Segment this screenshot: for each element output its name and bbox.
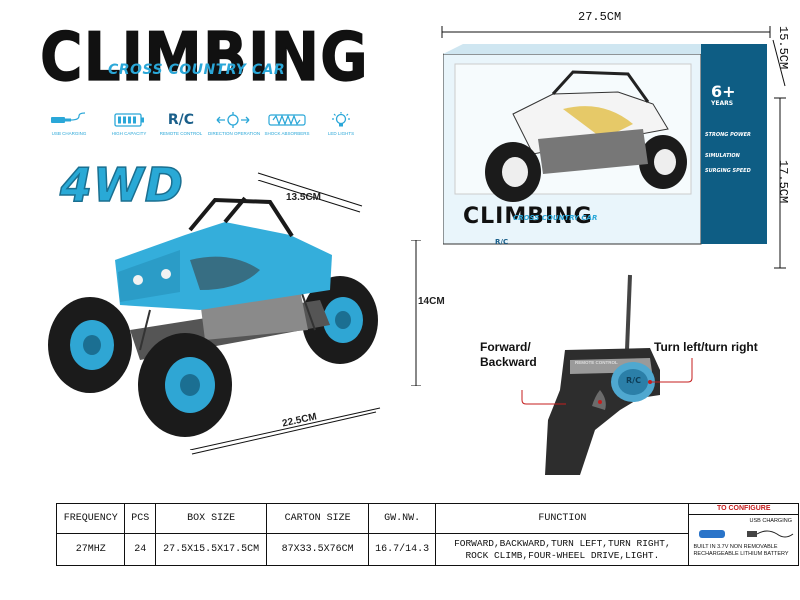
box-width-label: 27.5CM — [578, 10, 622, 24]
feature-label: DIRECTION OPERATION — [208, 131, 261, 136]
feature-label: USB CHARGING — [51, 131, 87, 136]
product-box-image: CLIMBING CROSS COUNTRY CAR 6+ YEARS STRO… — [442, 44, 769, 254]
direction-icon — [216, 112, 250, 128]
battery-and-cable-icon — [699, 530, 794, 538]
remote-label-turn: Turn left/turn right — [654, 340, 758, 354]
header-carton-size: CARTON SIZE — [266, 503, 369, 534]
value-carton-size: 87X33.5X76CM — [266, 533, 369, 566]
headlight-right — [161, 269, 171, 279]
box-age-sub: YEARS — [711, 100, 734, 107]
box-height-label: 17.5CM — [776, 160, 790, 204]
remote-rc-logo-icon: R/C — [626, 376, 641, 385]
spec-table: FREQUENCY PCS BOX SIZE CARTON SIZE GW.NW… — [55, 503, 799, 566]
box-subtitle: CROSS COUNTRY CAR — [513, 214, 598, 222]
antenna — [625, 274, 632, 351]
rc-car-image — [48, 180, 381, 450]
rc-logo-icon: R/C — [167, 112, 195, 128]
wheel-rear-left — [48, 297, 132, 393]
feature-rc: R/C REMOTE CONTROL — [156, 112, 206, 136]
value-frequency: 27MHZ — [55, 533, 126, 566]
remote-label-forward: Forward/ Backward — [480, 340, 537, 369]
title-subtitle: CROSS COUNTRY CAR — [108, 62, 286, 78]
four-wheel-drive-badge: 4WD — [59, 157, 184, 213]
value-box-size: 27.5X15.5X17.5CM — [154, 533, 268, 566]
length-dimension-arrow — [191, 411, 377, 455]
box-height-line — [772, 39, 786, 269]
box-tag-3: SURGING SPEED — [705, 168, 751, 174]
shock-absorber-icon — [268, 114, 306, 126]
feature-led: LED LIGHTS — [316, 112, 366, 136]
product-title: CLIMBING CROSS COUNTRY CAR — [40, 17, 369, 108]
configure-cell: TO CONFIGURE USB CHARGING BUILT IN 3.7V … — [688, 503, 799, 566]
box-width-line — [441, 26, 771, 38]
feature-label: LED LIGHTS — [327, 131, 355, 136]
header-gw-nw: GW.NW. — [367, 503, 437, 534]
feature-shock: SHOCK ABSORBERS — [262, 112, 312, 136]
value-function: FORWARD,BACKWARD,TURN LEFT,TURN RIGHT, R… — [435, 533, 690, 566]
box-title: CLIMBING — [463, 204, 593, 229]
body-graphic — [190, 256, 260, 290]
battery-note-line2: RECHARGEABLE LITHIUM BATTERY — [693, 551, 789, 557]
box-tag-2: SIMULATION — [705, 153, 740, 159]
headlight-left — [133, 275, 143, 285]
header-pcs: PCS — [124, 503, 156, 534]
feature-label: REMOTE CONTROL — [159, 131, 203, 136]
remote-brand: REMOTE CONTROL — [575, 360, 618, 365]
wheel-front-left — [138, 333, 232, 437]
battery-icon — [114, 113, 144, 127]
value-pcs: 24 — [124, 533, 156, 566]
battery-note-line1: BUILT IN 3.7V NON REMOVABLE — [693, 544, 778, 550]
car-height-label: 14CM — [418, 296, 445, 307]
box-age-label: 6+ — [711, 82, 736, 101]
feature-icons: USB CHARGING HIGH CAPACITY R/C REMOTE CO… — [44, 112, 364, 148]
car-width-label: 13.5CM — [286, 192, 322, 203]
feature-label: SHOCK ABSORBERS — [264, 131, 310, 136]
feature-usb: USB CHARGING — [44, 112, 94, 136]
title-main: CLIMBING — [40, 17, 369, 97]
height-dimension-line — [411, 240, 421, 386]
width-dimension-line — [257, 180, 361, 213]
header-frequency: FREQUENCY — [55, 503, 126, 534]
feature-battery: HIGH CAPACITY — [104, 112, 154, 136]
header-function: FUNCTION — [435, 503, 690, 534]
wheel-rear-right — [302, 276, 378, 364]
usb-charging-label: USB CHARGING — [749, 518, 792, 524]
usb-plug-icon — [51, 112, 86, 123]
throttle-trigger[interactable] — [592, 390, 606, 410]
value-gw-nw: 16.7/14.3 — [367, 533, 437, 566]
feature-direction: DIRECTION OPERATION — [208, 112, 261, 136]
header-box-size: BOX SIZE — [154, 503, 268, 534]
car-front — [118, 250, 180, 302]
remote-controller-image — [521, 274, 693, 475]
length-dimension-line — [189, 407, 381, 450]
spec-table-header-row: FREQUENCY PCS BOX SIZE CARTON SIZE GW.NW… — [55, 503, 799, 566]
box-tag-1: STRONG POWER — [705, 132, 751, 138]
led-bulb-icon — [332, 112, 350, 127]
spec-table-value-row: 27MHZ 24 27.5X15.5X17.5CM 87X33.5X76CM 1… — [55, 533, 799, 566]
suspension — [139, 287, 316, 351]
feature-label: HIGH CAPACITY — [111, 131, 147, 136]
width-dimension-arrow — [257, 172, 363, 207]
box-rc-logo-icon: R/C — [495, 238, 509, 246]
configure-title: TO CONFIGURE — [689, 504, 798, 515]
